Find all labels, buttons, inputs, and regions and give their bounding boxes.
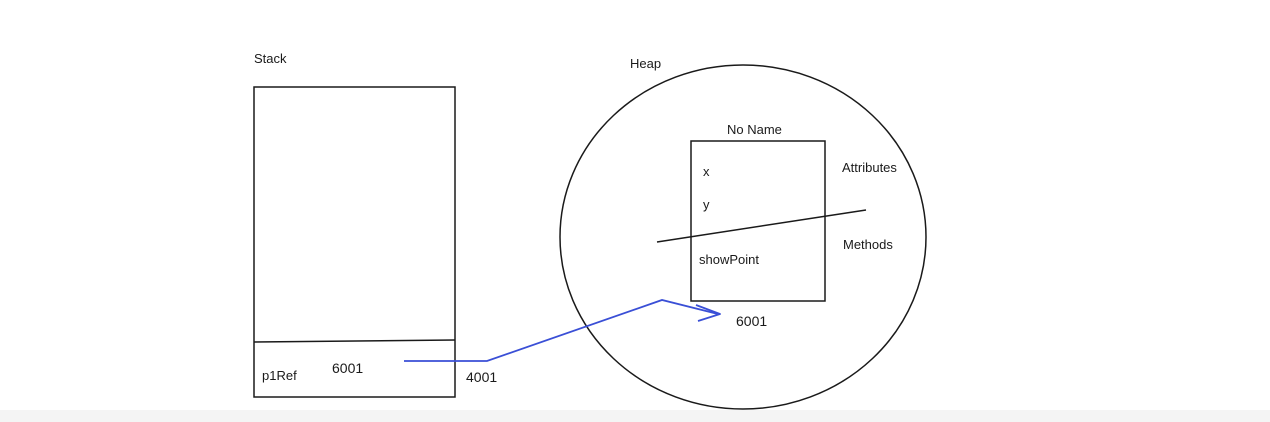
reference-arrow-head: [695, 304, 721, 322]
heap-object-box: [690, 140, 826, 302]
stack-variable-name: p1Ref: [262, 368, 297, 383]
stack-variable-value: 6001: [332, 360, 363, 376]
object-name: No Name: [727, 122, 782, 137]
heap-ellipse: [559, 64, 927, 410]
stack-title: Stack: [254, 51, 287, 66]
attribute-x: x: [703, 164, 710, 179]
methods-label: Methods: [843, 237, 893, 252]
attributes-label: Attributes: [842, 160, 897, 175]
heap-title: Heap: [630, 56, 661, 71]
method-showpoint: showPoint: [699, 252, 759, 267]
attribute-y: y: [703, 197, 710, 212]
reference-arrow-line: [404, 299, 719, 362]
stack-box: [253, 86, 456, 398]
object-address: 6001: [736, 313, 767, 329]
attributes-methods-divider: [656, 209, 867, 243]
stack-variable-address: 4001: [466, 369, 497, 385]
stack-frame-divider: [253, 339, 456, 343]
bottom-band: [0, 410, 1270, 422]
